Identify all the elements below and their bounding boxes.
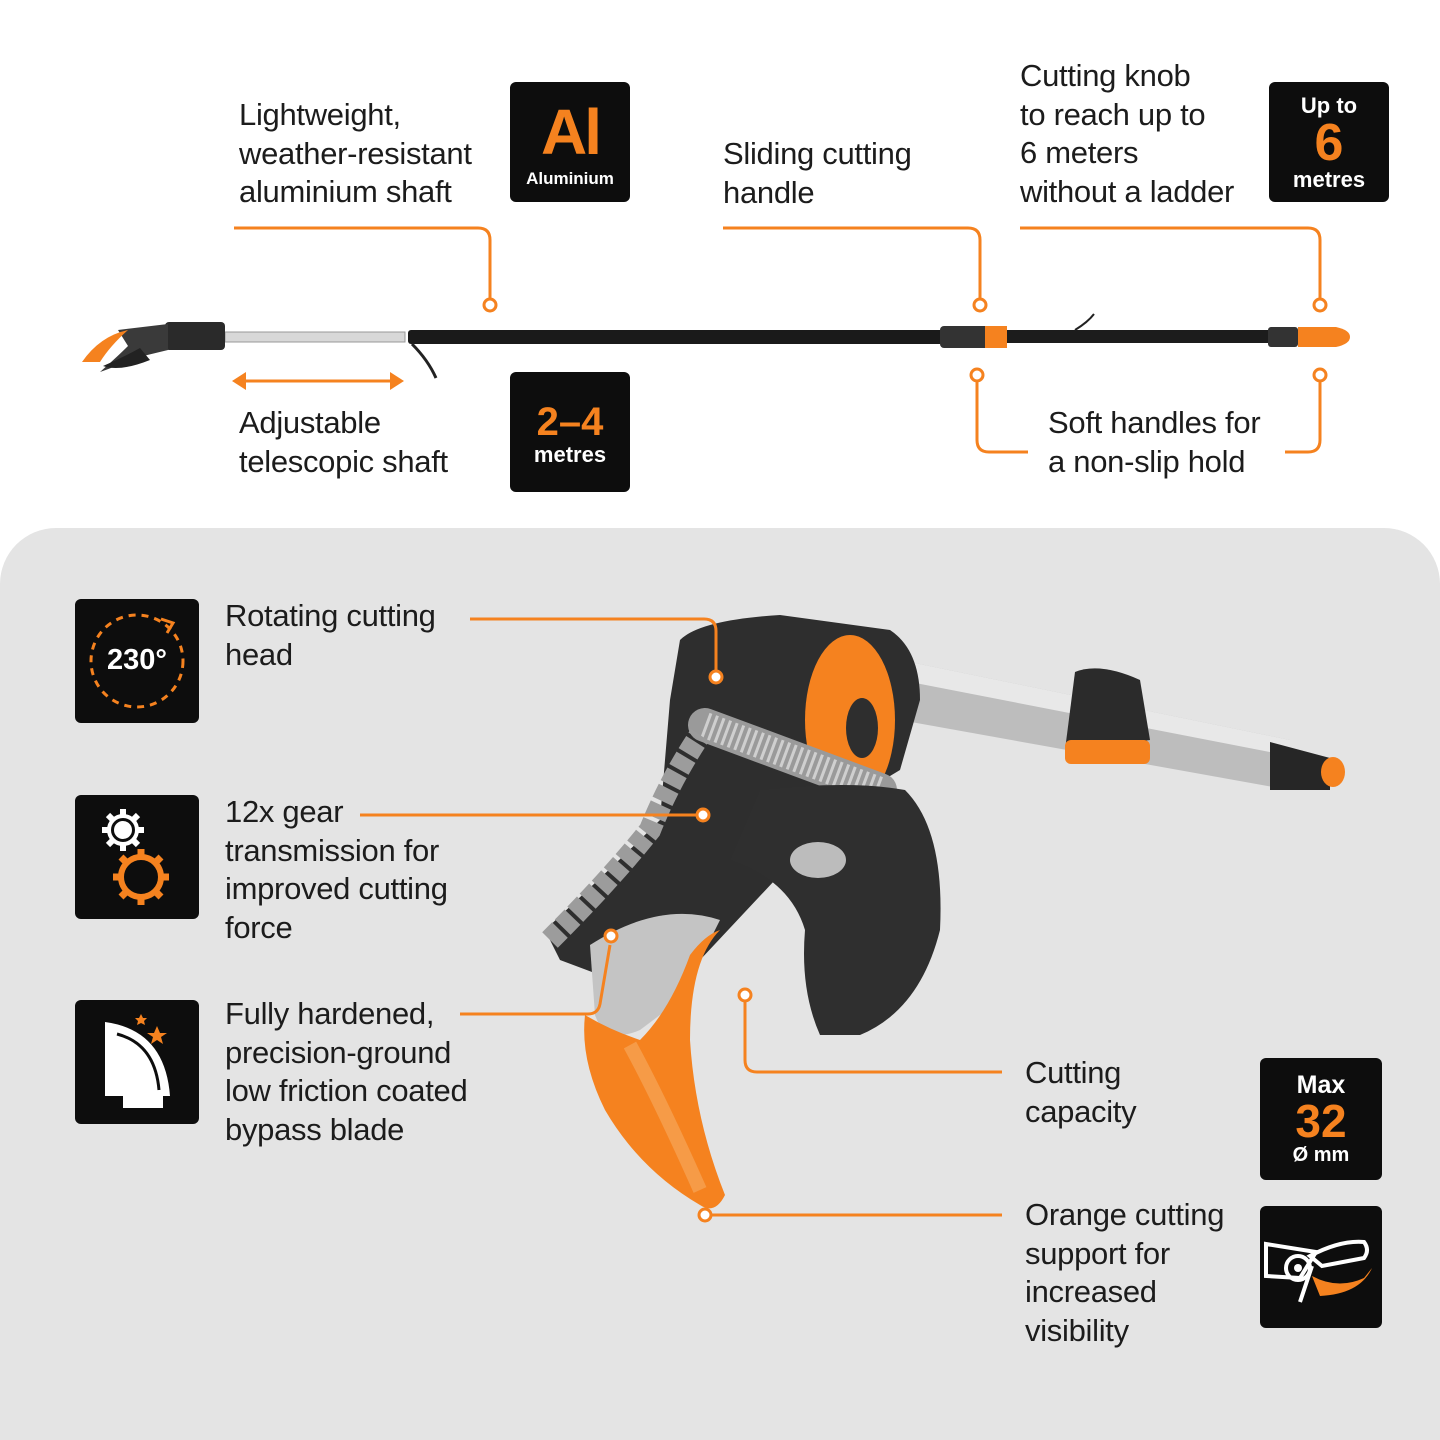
length-unit-text: metres	[533, 442, 607, 467]
soft-callout-line-left	[975, 381, 1028, 454]
gear-icon	[102, 809, 169, 905]
reach-number: 6	[1314, 114, 1344, 172]
soft-callout-line-right	[1285, 381, 1322, 454]
rotating-callout-line	[470, 617, 718, 670]
blade-callout-line	[460, 944, 612, 1016]
length-number: 2–4	[536, 400, 604, 444]
reach-unit-text: metres	[1292, 167, 1366, 192]
capacity-callout-line	[743, 1002, 1002, 1074]
pole-pruner-drawing	[82, 313, 1350, 379]
top-illustration	[82, 226, 1350, 454]
aluminium-badge: Al Aluminium	[510, 82, 630, 202]
capacity-top-text: Max	[1296, 1071, 1346, 1099]
gear-icon-box	[75, 795, 199, 919]
sliding-callout-line	[723, 226, 982, 298]
rotation-icon	[89, 613, 185, 709]
rotation-icon-box: 230°	[75, 599, 199, 723]
hardened-blade-icon	[105, 1014, 170, 1108]
aluminium-text: Aluminium	[526, 169, 614, 188]
capacity-number: 32	[1295, 1095, 1347, 1147]
length-badge: 2–4 metres	[510, 372, 630, 492]
hardened-blade-icon-box	[75, 1000, 199, 1124]
cutting-support-icon-box	[1260, 1206, 1382, 1328]
reach-badge: Up to 6 metres	[1269, 82, 1389, 202]
cutting-support-icon	[1264, 1239, 1372, 1303]
rotation-degree-text: 230°	[107, 644, 167, 676]
knob-callout-line	[1020, 226, 1322, 298]
capacity-badge: Max 32 Ø mm	[1260, 1058, 1382, 1180]
capacity-unit-text: Ø mm	[1292, 1144, 1350, 1166]
telescopic-arrow-heads	[232, 372, 404, 390]
reach-top-text: Up to	[1300, 93, 1358, 118]
shaft-callout-line	[234, 226, 492, 298]
aluminium-symbol: Al	[541, 96, 602, 168]
